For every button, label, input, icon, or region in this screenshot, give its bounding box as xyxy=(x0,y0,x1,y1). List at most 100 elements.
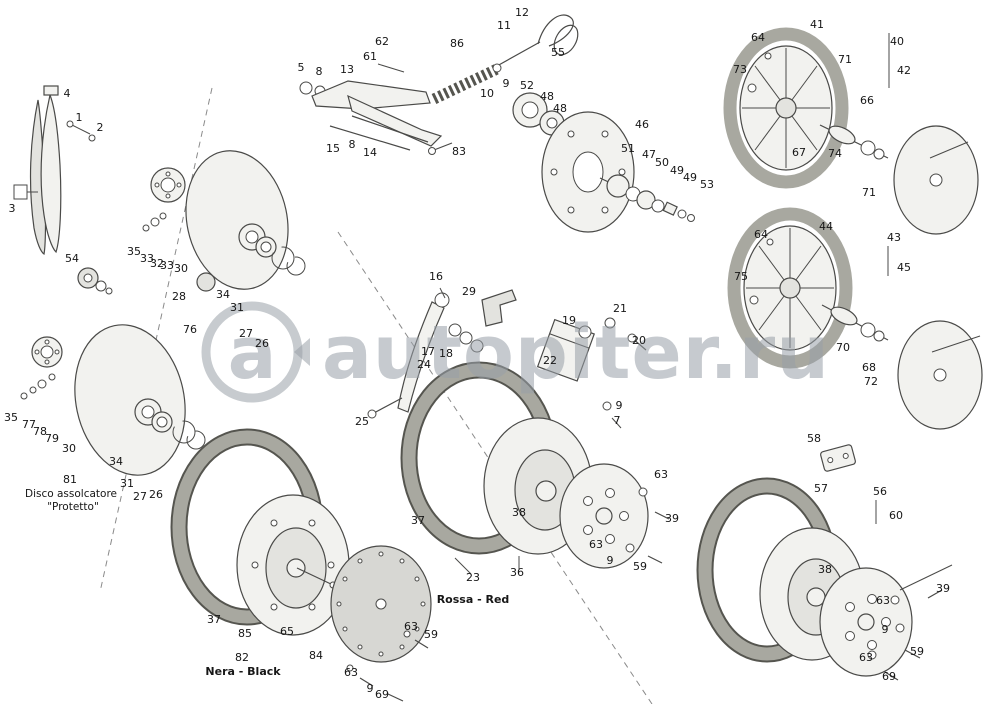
press-wheel-black-assembly xyxy=(170,428,432,702)
callout-2: 2 xyxy=(97,121,104,134)
callout-79: 79 xyxy=(45,432,59,445)
callout-3: 3 xyxy=(9,202,16,215)
caption-nera-black: Nera - Black xyxy=(205,665,281,678)
callout-63: 63 xyxy=(859,651,873,664)
callout-68: 68 xyxy=(862,361,876,374)
callout-19: 19 xyxy=(562,314,576,327)
callout-33: 33 xyxy=(160,259,174,272)
callout-27: 27 xyxy=(239,327,253,340)
callout-21: 21 xyxy=(613,302,627,315)
callout-63: 63 xyxy=(589,538,603,551)
callout-40: 40 xyxy=(890,35,904,48)
callout-42: 42 xyxy=(897,64,911,77)
callout-70: 70 xyxy=(836,341,850,354)
callout-27: 27 xyxy=(133,490,147,503)
callout-48: 48 xyxy=(540,90,554,103)
watermark-logo-letter: a xyxy=(228,311,277,395)
callout-35: 35 xyxy=(4,411,18,424)
callout-45: 45 xyxy=(897,261,911,274)
callout-71: 71 xyxy=(838,53,852,66)
callout-18: 18 xyxy=(439,347,453,360)
callout-12: 12 xyxy=(515,6,529,19)
upper-spring-lever-assembly xyxy=(299,14,579,155)
callout-39: 39 xyxy=(936,582,950,595)
caption-disco-line1: Disco assolcatore xyxy=(25,488,117,500)
callout-9: 9 xyxy=(503,77,510,90)
callout-28: 28 xyxy=(172,290,186,303)
callout-36: 36 xyxy=(510,566,524,579)
callout-34: 34 xyxy=(216,288,230,301)
callout-85: 85 xyxy=(238,627,252,640)
callout-25: 25 xyxy=(355,415,369,428)
callout-69: 69 xyxy=(375,688,389,701)
callout-13: 13 xyxy=(340,63,354,76)
callout-8: 8 xyxy=(316,65,323,78)
callout-86: 86 xyxy=(450,37,464,50)
cone-bushing-54 xyxy=(77,267,113,295)
callout-75: 75 xyxy=(734,270,748,283)
callout-44: 44 xyxy=(819,220,833,233)
callout-35: 35 xyxy=(127,245,141,258)
furrow-blade-assembly xyxy=(13,85,96,255)
callout-4: 4 xyxy=(64,87,71,100)
frame-arm-assembly xyxy=(367,287,647,429)
watermark-logo-pointer xyxy=(294,338,310,366)
spoked-wheel-upper-assembly xyxy=(723,27,979,235)
callout-66: 66 xyxy=(860,94,874,107)
callout-49: 49 xyxy=(683,171,697,184)
callout-55: 55 xyxy=(551,46,565,59)
callout-63: 63 xyxy=(654,468,668,481)
callout-23: 23 xyxy=(466,571,480,584)
callout-82: 82 xyxy=(235,651,249,664)
callout-48: 48 xyxy=(553,102,567,115)
callout-20: 20 xyxy=(632,334,646,347)
callout-63: 63 xyxy=(344,666,358,679)
callout-37: 37 xyxy=(411,514,425,527)
callout-34: 34 xyxy=(109,455,123,468)
press-wheel-red-assembly xyxy=(400,361,670,575)
callout-9: 9 xyxy=(367,682,374,695)
callout-83: 83 xyxy=(452,145,466,158)
callout-65: 65 xyxy=(280,625,294,638)
callout-64: 64 xyxy=(754,228,768,241)
callout-84: 84 xyxy=(309,649,323,662)
callout-26: 26 xyxy=(149,488,163,501)
callout-53: 53 xyxy=(700,178,714,191)
callout-62: 62 xyxy=(375,35,389,48)
callout-60: 60 xyxy=(889,509,903,522)
callout-59: 59 xyxy=(424,628,438,641)
callout-9: 9 xyxy=(882,623,889,636)
callout-41: 41 xyxy=(810,18,824,31)
callout-78: 78 xyxy=(33,425,47,438)
callout-37: 37 xyxy=(207,613,221,626)
coulter-disc-upper-assembly xyxy=(142,150,306,292)
callout-77: 77 xyxy=(22,418,36,431)
callout-9: 9 xyxy=(607,554,614,567)
callout-32: 32 xyxy=(150,257,164,270)
callout-76: 76 xyxy=(183,323,197,336)
callout-30: 30 xyxy=(174,262,188,275)
caption-rossa-red: Rossa - Red xyxy=(437,593,510,606)
callout-17: 17 xyxy=(421,345,435,358)
callout-8: 8 xyxy=(349,138,356,151)
watermark-text: autopiter.ru xyxy=(322,310,830,396)
callout-16: 16 xyxy=(429,270,443,283)
callout-69: 69 xyxy=(882,670,896,683)
caption-disco-line2: "Protetto" xyxy=(47,501,99,513)
callout-11: 11 xyxy=(497,19,511,32)
callout-43: 43 xyxy=(887,231,901,244)
callout-81: 81 xyxy=(63,473,77,486)
callout-1: 1 xyxy=(76,111,83,124)
callout-47: 47 xyxy=(642,148,656,161)
callout-51: 51 xyxy=(621,142,635,155)
callout-59: 59 xyxy=(910,645,924,658)
callout-71: 71 xyxy=(862,186,876,199)
callout-29: 29 xyxy=(462,285,476,298)
spoked-wheel-middle-assembly xyxy=(727,207,983,430)
press-wheel-right-assembly xyxy=(696,444,953,681)
callout-38: 38 xyxy=(818,563,832,576)
callout-52: 52 xyxy=(520,79,534,92)
callout-31: 31 xyxy=(120,477,134,490)
hub-bearing-disc-assembly xyxy=(512,92,695,233)
callout-10: 10 xyxy=(480,87,494,100)
